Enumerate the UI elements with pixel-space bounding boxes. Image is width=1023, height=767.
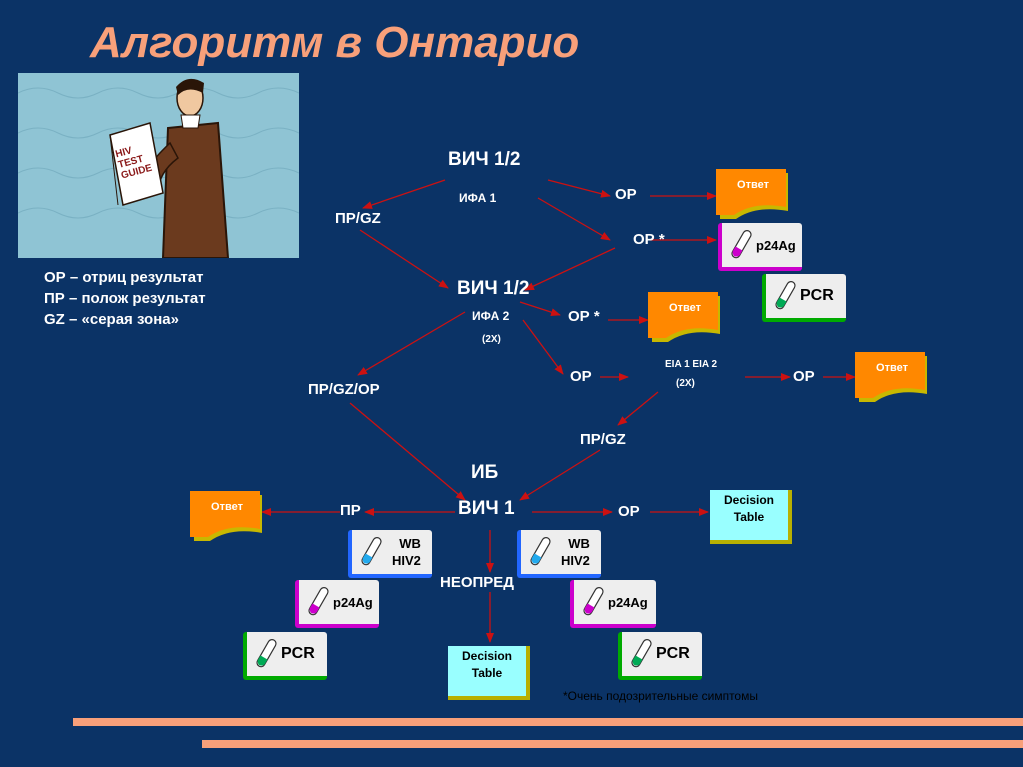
arrow-eia-prgz [617, 391, 659, 426]
node-op-star2: ОР * [568, 308, 600, 325]
answer-box-2: Ответ [648, 292, 722, 342]
test-tube-icon [775, 281, 796, 310]
wb-hiv2-box-1: WB HIV2 [348, 530, 432, 578]
pcr-box-2: PCR [243, 632, 327, 680]
node-ifa2: ИФА 2 [472, 309, 510, 323]
node-op3: ОР [793, 368, 815, 385]
legend: ОР – отриц результат ПР – полож результа… [44, 267, 206, 330]
node-hiv12-mid: ВИЧ 1/2 [457, 278, 530, 299]
answer-box-4: Ответ [190, 491, 264, 541]
node-pr: ПР [340, 502, 361, 519]
node-2x-b: (2X) [676, 378, 695, 389]
node-eia: EIA 1 EIA 2 [665, 359, 718, 370]
node-neopred: НЕОПРЕД [440, 574, 514, 591]
arrow-hiv12-opstar2 [519, 301, 561, 317]
arrow-ifa1-opstar [537, 197, 611, 241]
arrow-prgzop-hiv1 [349, 402, 466, 501]
p24ag-box-2: p24Ag [295, 580, 379, 628]
document-shape-icon [716, 169, 788, 219]
p24ag-box-1: p24Ag [718, 223, 802, 271]
document-shape-icon [855, 352, 927, 402]
reader-figure-icon [18, 73, 299, 258]
footnote: *Очень подозрительные симптомы [563, 689, 758, 703]
arrow-prgz-hiv12 [359, 229, 449, 289]
node-pr-gz1: ПР/GZ [335, 210, 381, 227]
answer-box-3: Ответ [855, 352, 929, 402]
arrow-ifa1-prgz [362, 179, 446, 209]
arrow-hiv12-op [547, 179, 611, 198]
page-title: Алгоритм в Онтарио [90, 18, 580, 67]
node-op2: ОР [570, 368, 592, 385]
legend-item-gz: GZ – «серая зона» [44, 311, 179, 328]
test-tube-icon [631, 639, 652, 668]
legend-item-op: ОР – отриц результат [44, 269, 204, 286]
arrow-prgz-hiv1 [519, 449, 601, 501]
hiv-guide-illustration: HIV TEST GUIDE [18, 73, 299, 258]
test-tube-icon [731, 230, 752, 259]
node-hiv1: ВИЧ 1 [458, 498, 515, 519]
node-pr-gz2: ПР/GZ [580, 431, 626, 448]
decorative-bar-top [73, 718, 1023, 726]
arrow-ifa2-prgzop [357, 311, 466, 376]
node-pr-gz-op: ПР/GZ/ОР [308, 381, 380, 398]
wb-hiv2-box-2: WB HIV2 [517, 530, 601, 578]
test-tube-icon [361, 537, 382, 566]
decorative-bar-bottom [202, 740, 1023, 748]
p24ag-box-3: p24Ag [570, 580, 656, 628]
node-ifa1: ИФА 1 [459, 191, 497, 205]
arrow-ifa2-op [522, 319, 564, 375]
arrow-opstar-hiv12 [524, 247, 616, 291]
pcr-box-1: PCR [762, 274, 846, 322]
legend-item-pr: ПР – полож результат [44, 290, 206, 307]
test-tube-icon [256, 639, 277, 668]
decision-table-1: Decision Table [710, 490, 792, 544]
node-op1: ОР [615, 186, 637, 203]
node-ib: ИБ [471, 462, 499, 483]
node-op4: ОР [618, 503, 640, 520]
node-2x-a: (2X) [482, 334, 501, 345]
node-hiv12-top: ВИЧ 1/2 [448, 149, 521, 170]
test-tube-icon [308, 587, 329, 616]
decision-table-2: Decision Table [448, 646, 530, 700]
document-shape-icon [190, 491, 262, 541]
test-tube-icon [530, 537, 551, 566]
pcr-box-3: PCR [618, 632, 702, 680]
document-shape-icon [648, 292, 720, 342]
answer-box-1: Ответ [716, 169, 790, 219]
test-tube-icon [583, 587, 604, 616]
node-op-star1: ОР * [633, 231, 665, 248]
